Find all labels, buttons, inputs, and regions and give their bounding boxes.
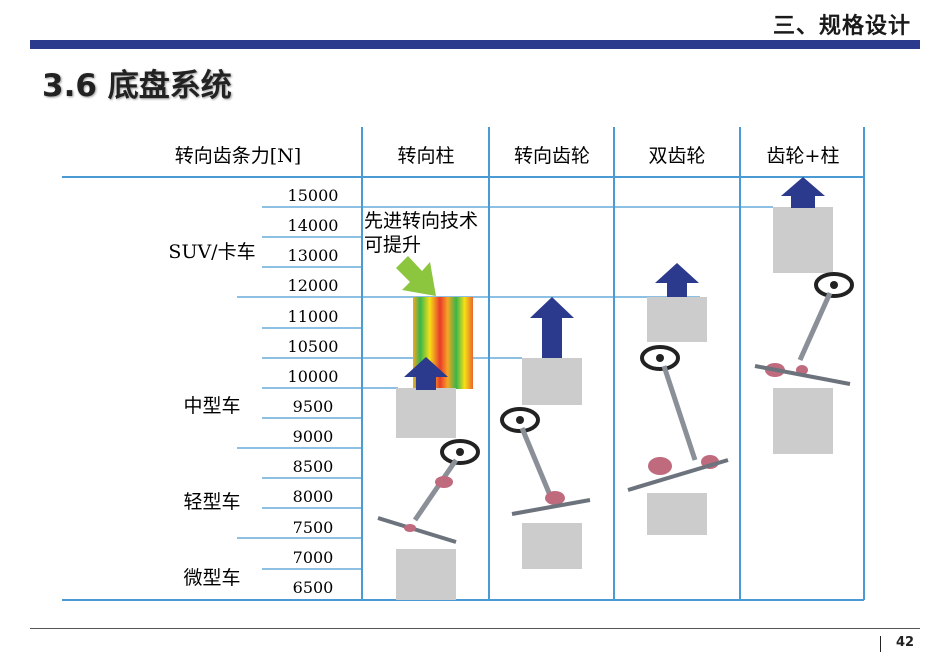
force-tick: 7000 bbox=[293, 548, 334, 567]
column-header-pinion: 转向齿轮 bbox=[514, 145, 590, 167]
page-title: 3.6 底盘系统 bbox=[42, 68, 232, 104]
steering-system-illustration-4 bbox=[754, 272, 854, 386]
annotation-line-2: 可提升 bbox=[364, 234, 421, 256]
table-row-lines bbox=[237, 206, 773, 570]
range-box bbox=[396, 549, 456, 600]
force-tick: 8000 bbox=[293, 487, 334, 506]
force-tick: 10500 bbox=[288, 337, 339, 356]
category-midsize: 中型车 bbox=[183, 395, 240, 417]
force-tick: 15000 bbox=[288, 186, 339, 205]
up-arrow-icon bbox=[655, 263, 699, 297]
up-arrow-icon bbox=[781, 177, 825, 208]
force-tick: 11000 bbox=[288, 307, 339, 326]
range-box bbox=[647, 493, 707, 535]
footer-rule bbox=[30, 628, 920, 629]
range-box bbox=[396, 388, 456, 438]
column-header-column: 转向柱 bbox=[397, 145, 454, 167]
force-tick: 6500 bbox=[293, 578, 334, 597]
header-bar bbox=[30, 40, 920, 49]
range-box bbox=[773, 388, 833, 454]
column-header-dual-pinion: 双齿轮 bbox=[648, 145, 705, 167]
range-box bbox=[522, 523, 582, 569]
steering-system-illustration-3 bbox=[627, 345, 729, 492]
section-title: 三、规格设计 bbox=[772, 14, 911, 39]
force-tick: 10000 bbox=[288, 367, 339, 386]
range-box bbox=[522, 358, 582, 405]
category-suv-truck: SUV/卡车 bbox=[168, 241, 255, 263]
annotation-line-1: 先进转向技术 bbox=[364, 210, 478, 232]
force-tick: 14000 bbox=[288, 216, 339, 235]
column-header-rack: 齿轮+柱 bbox=[767, 145, 840, 167]
page-number-separator bbox=[880, 636, 881, 652]
category-micro: 微型车 bbox=[183, 567, 240, 589]
green-arrow-icon bbox=[396, 256, 436, 296]
force-tick: 8500 bbox=[293, 457, 334, 476]
up-arrow-icon bbox=[404, 357, 448, 390]
range-box bbox=[773, 207, 833, 273]
column-header-force: 转向齿条力[N] bbox=[175, 145, 301, 167]
force-tick: 7500 bbox=[293, 518, 334, 537]
force-tick: 12000 bbox=[288, 276, 339, 295]
category-light: 轻型车 bbox=[183, 491, 240, 513]
force-tick: 13000 bbox=[288, 246, 339, 265]
steering-system-illustration-1 bbox=[377, 439, 480, 544]
force-ticks: 15000 14000 13000 12000 11000 10500 1000… bbox=[288, 186, 339, 597]
steering-system-illustration-2 bbox=[500, 407, 591, 516]
page-number: 42 bbox=[896, 635, 915, 650]
range-box bbox=[647, 297, 707, 342]
table-grid bbox=[62, 127, 865, 601]
up-arrow-icon bbox=[530, 297, 574, 358]
force-tick: 9000 bbox=[293, 427, 334, 446]
force-tick: 9500 bbox=[293, 397, 334, 416]
